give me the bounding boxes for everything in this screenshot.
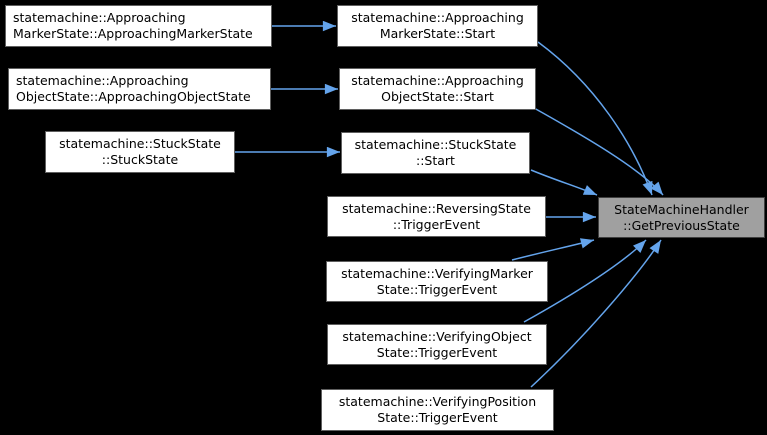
node-verifying-marker-triggerevent[interactable]: statemachine::VerifyingMarker State::Tri…: [326, 261, 548, 302]
edge-verifyingposition-to-getpreviousstate: [530, 239, 662, 388]
node-approaching-object-constructor[interactable]: statemachine::Approaching ObjectState::A…: [8, 68, 271, 110]
node-stuck-constructor[interactable]: statemachine::StuckState ::StuckState: [45, 131, 235, 173]
node-approaching-marker-constructor[interactable]: statemachine::Approaching MarkerState::A…: [5, 5, 272, 47]
edge-object-start-to-getpreviousstate: [533, 107, 664, 196]
node-approaching-marker-start[interactable]: statemachine::Approaching MarkerState::S…: [337, 5, 538, 47]
node-verifying-object-triggerevent[interactable]: statemachine::VerifyingObject State::Tri…: [327, 324, 547, 365]
node-approaching-object-start[interactable]: statemachine::Approaching ObjectState::S…: [339, 68, 536, 110]
node-reversing-triggerevent[interactable]: statemachine::ReversingState ::TriggerEv…: [327, 196, 546, 237]
node-verifying-position-triggerevent[interactable]: statemachine::VerifyingPosition State::T…: [321, 389, 554, 431]
edge-stuck-start-to-getpreviousstate: [530, 169, 598, 196]
node-stuck-start[interactable]: statemachine::StuckState ::Start: [341, 132, 530, 174]
edge-verifyingmarker-to-getpreviousstate: [511, 238, 595, 261]
edge-marker-start-to-getpreviousstate: [537, 41, 653, 196]
node-getpreviousstate-focus[interactable]: StateMachineHandler ::GetPreviousState: [598, 197, 765, 238]
edge-verifyingobject-to-getpreviousstate: [523, 239, 647, 323]
